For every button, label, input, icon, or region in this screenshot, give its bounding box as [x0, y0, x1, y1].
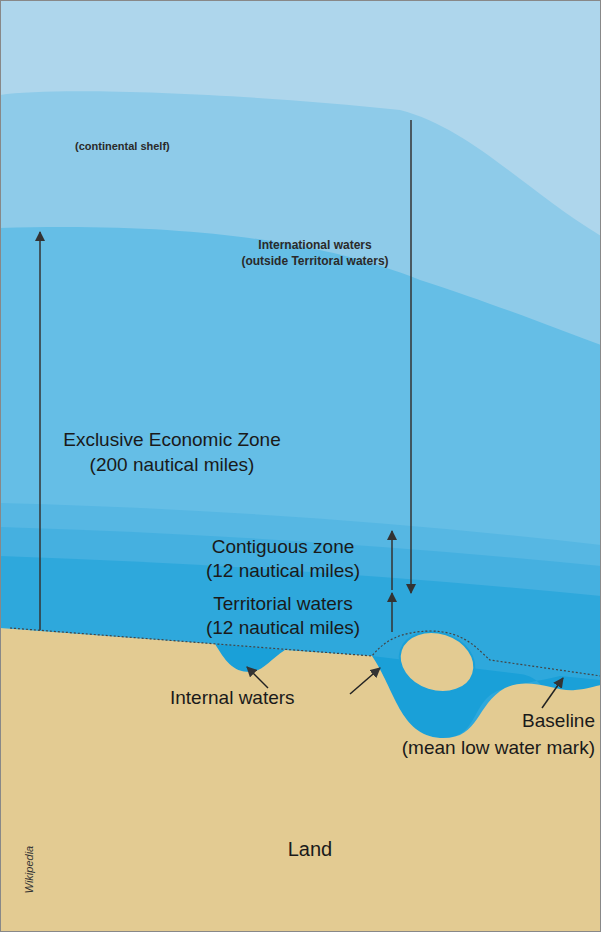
leader-arrow — [350, 668, 380, 694]
eez-band — [0, 227, 601, 932]
eez-label: Exclusive Economic Zone (200 nautical mi… — [63, 428, 281, 477]
eez-arrow — [39, 232, 41, 630]
international-arrow — [410, 120, 412, 593]
baseline-label: Baseline (mean low water mark) — [402, 708, 595, 761]
contiguous-zone-label: Contiguous zone (12 nautical miles) — [206, 535, 360, 583]
continental-shelf-band — [0, 91, 601, 932]
island — [392, 623, 482, 702]
international-waters-label: International waters (outside Territoral… — [241, 238, 388, 269]
territorial-waters-label: Territorial waters (12 nautical miles) — [206, 592, 360, 640]
internal-waters-label: Internal waters — [170, 687, 295, 710]
outer-band — [0, 503, 601, 932]
leader-arrow — [542, 678, 563, 708]
contiguous-arrow — [391, 531, 393, 590]
continental-shelf-label: (continental shelf) — [75, 140, 170, 153]
leader-arrow — [247, 667, 268, 688]
land-area — [0, 628, 601, 932]
contiguous-band — [0, 527, 601, 932]
territorial-band — [0, 556, 601, 932]
territorial-arrow — [391, 593, 393, 632]
watermark: Wikipedia — [23, 846, 36, 894]
land-label: Land — [288, 837, 333, 861]
